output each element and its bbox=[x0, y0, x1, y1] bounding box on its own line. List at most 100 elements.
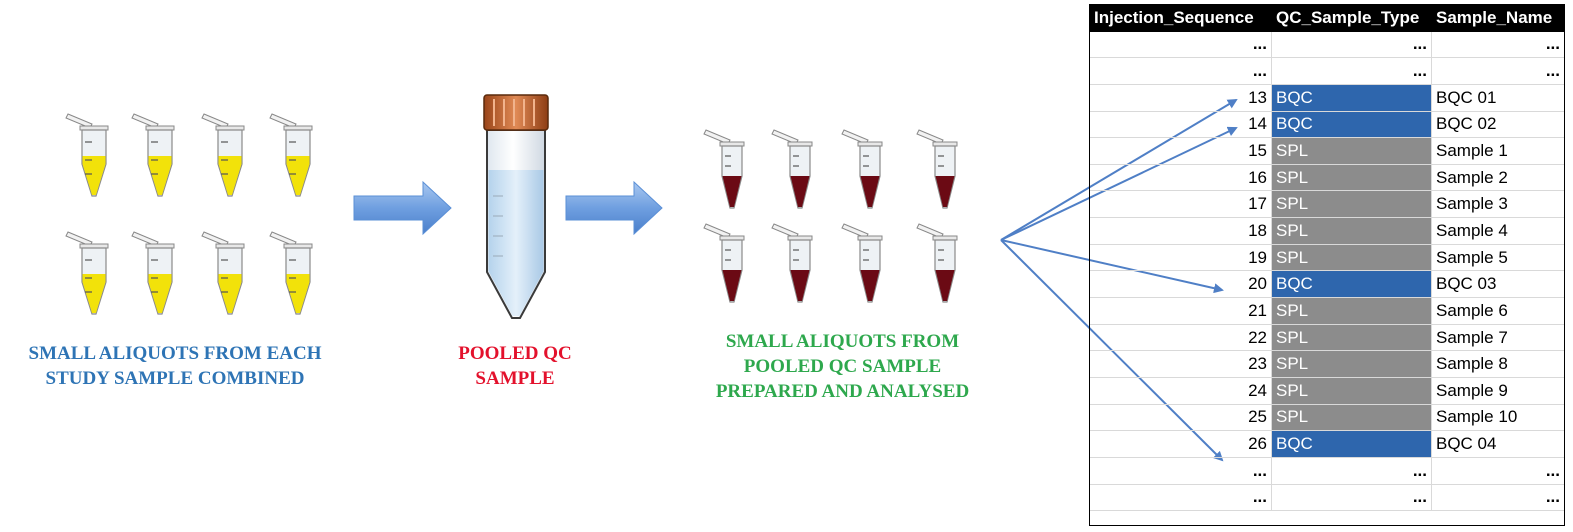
caption-line: SMALL ALIQUOTS FROM EACH bbox=[28, 343, 322, 364]
sample-name-cell: Sample 3 bbox=[1431, 190, 1565, 219]
qc-sample-type-cell: SPL bbox=[1271, 190, 1432, 219]
injection-sequence-cell: 13 bbox=[1089, 83, 1272, 112]
caption-line: STUDY SAMPLE COMBINED bbox=[45, 368, 305, 389]
qc-sample-type-cell: SPL bbox=[1271, 376, 1432, 405]
eppendorf-tube-dark-red-icon bbox=[841, 223, 883, 303]
eppendorf-tube-dark-red-icon bbox=[771, 223, 813, 303]
sample-name-cell: Sample 10 bbox=[1431, 403, 1565, 432]
qc-sample-type-cell: BQC bbox=[1271, 430, 1432, 458]
qc-sample-type-cell: BQC bbox=[1271, 110, 1432, 139]
qc-sample-type-cell: BQC bbox=[1271, 83, 1432, 112]
qc-aliquot-tubes bbox=[703, 129, 958, 303]
injection-sequence-cell: ... bbox=[1089, 30, 1272, 59]
qc-sample-type-cell: SPL bbox=[1271, 350, 1432, 378]
eppendorf-tube-yellow-icon bbox=[269, 113, 313, 197]
sample-name-cell: Sample 8 bbox=[1431, 350, 1565, 378]
caption-line: POOLED QC SAMPLE bbox=[743, 356, 942, 377]
eppendorf-tube-yellow-icon bbox=[65, 113, 109, 197]
table-row: ......... bbox=[1089, 483, 1565, 512]
sample-name-cell: Sample 6 bbox=[1431, 297, 1565, 325]
qc-sample-type-cell: SPL bbox=[1271, 163, 1432, 192]
eppendorf-tube-yellow-icon bbox=[131, 113, 175, 197]
qc-sample-type-cell: ... bbox=[1271, 30, 1432, 59]
sample-name-cell: ... bbox=[1431, 483, 1565, 512]
study-samples-caption: SMALL ALIQUOTS FROM EACH STUDY SAMPLE CO… bbox=[0, 341, 350, 391]
sample-name-cell: ... bbox=[1431, 57, 1565, 85]
caption-line: POOLED QC bbox=[458, 343, 572, 364]
sample-name-cell: Sample 9 bbox=[1431, 376, 1565, 405]
injection-sequence-cell: 22 bbox=[1089, 323, 1272, 352]
eppendorf-tube-yellow-icon bbox=[201, 231, 245, 315]
qc-sample-type-cell: SPL bbox=[1271, 403, 1432, 432]
injection-sequence-cell: 20 bbox=[1089, 270, 1272, 299]
sample-name-cell: BQC 03 bbox=[1431, 270, 1565, 299]
sample-name-cell: Sample 5 bbox=[1431, 243, 1565, 272]
qc-sample-type-cell: SPL bbox=[1271, 137, 1432, 165]
injection-sequence-cell: ... bbox=[1089, 57, 1272, 85]
qc-sample-type-cell: SPL bbox=[1271, 243, 1432, 272]
injection-sequence-cell: 14 bbox=[1089, 110, 1272, 139]
injection-sequence-cell: 19 bbox=[1089, 243, 1272, 272]
qc-sample-type-cell: SPL bbox=[1271, 217, 1432, 245]
falcon-tube-icon bbox=[483, 94, 549, 319]
block-arrow-right-icon bbox=[565, 180, 663, 236]
injection-sequence-cell: 18 bbox=[1089, 217, 1272, 245]
eppendorf-tube-dark-red-icon bbox=[771, 129, 813, 209]
column-header-injection-sequence: Injection_Sequence bbox=[1089, 4, 1272, 32]
sample-name-cell: Sample 1 bbox=[1431, 137, 1565, 165]
injection-sequence-cell: 17 bbox=[1089, 190, 1272, 219]
qc-sample-type-cell: ... bbox=[1271, 483, 1432, 512]
block-arrow-right-icon bbox=[353, 180, 452, 236]
eppendorf-tube-yellow-icon bbox=[65, 231, 109, 315]
qc-sample-type-cell: BQC bbox=[1271, 270, 1432, 299]
aliquots-caption: SMALL ALIQUOTS FROM POOLED QC SAMPLE PRE… bbox=[690, 329, 995, 404]
injection-sequence-cell: 25 bbox=[1089, 403, 1272, 432]
sample-name-cell: BQC 04 bbox=[1431, 430, 1565, 458]
caption-line: SAMPLE bbox=[475, 368, 555, 389]
injection-sequence-table: Injection_Sequence QC_Sample_Type Sample… bbox=[1089, 4, 1565, 512]
injection-sequence-cell: ... bbox=[1089, 456, 1272, 485]
sample-name-cell: Sample 4 bbox=[1431, 217, 1565, 245]
eppendorf-tube-dark-red-icon bbox=[703, 223, 745, 303]
eppendorf-tube-yellow-icon bbox=[201, 113, 245, 197]
column-header-sample-name: Sample_Name bbox=[1431, 4, 1565, 32]
injection-sequence-cell: 15 bbox=[1089, 137, 1272, 165]
table-row: ......... bbox=[1089, 57, 1565, 85]
injection-sequence-cell: ... bbox=[1089, 483, 1272, 512]
sample-name-cell: ... bbox=[1431, 456, 1565, 485]
eppendorf-tube-dark-red-icon bbox=[916, 129, 958, 209]
study-sample-tubes bbox=[65, 113, 313, 315]
column-header-qc-sample-type: QC_Sample_Type bbox=[1271, 4, 1432, 32]
eppendorf-tube-yellow-icon bbox=[269, 231, 313, 315]
qc-sample-type-cell: SPL bbox=[1271, 297, 1432, 325]
sample-name-cell: ... bbox=[1431, 30, 1565, 59]
injection-sequence-cell: 23 bbox=[1089, 350, 1272, 378]
eppendorf-tube-dark-red-icon bbox=[916, 223, 958, 303]
caption-line: PREPARED AND ANALYSED bbox=[715, 381, 970, 402]
sample-name-cell: Sample 7 bbox=[1431, 323, 1565, 352]
sample-name-cell: BQC 02 bbox=[1431, 110, 1565, 139]
injection-sequence-cell: 21 bbox=[1089, 297, 1272, 325]
sample-name-cell: Sample 2 bbox=[1431, 163, 1565, 192]
caption-line: SMALL ALIQUOTS FROM bbox=[725, 331, 960, 352]
qc-sample-type-cell: ... bbox=[1271, 57, 1432, 85]
qc-sample-type-cell: ... bbox=[1271, 456, 1432, 485]
table-row: ......... bbox=[1089, 456, 1565, 485]
eppendorf-tube-dark-red-icon bbox=[841, 129, 883, 209]
eppendorf-tube-dark-red-icon bbox=[703, 129, 745, 209]
